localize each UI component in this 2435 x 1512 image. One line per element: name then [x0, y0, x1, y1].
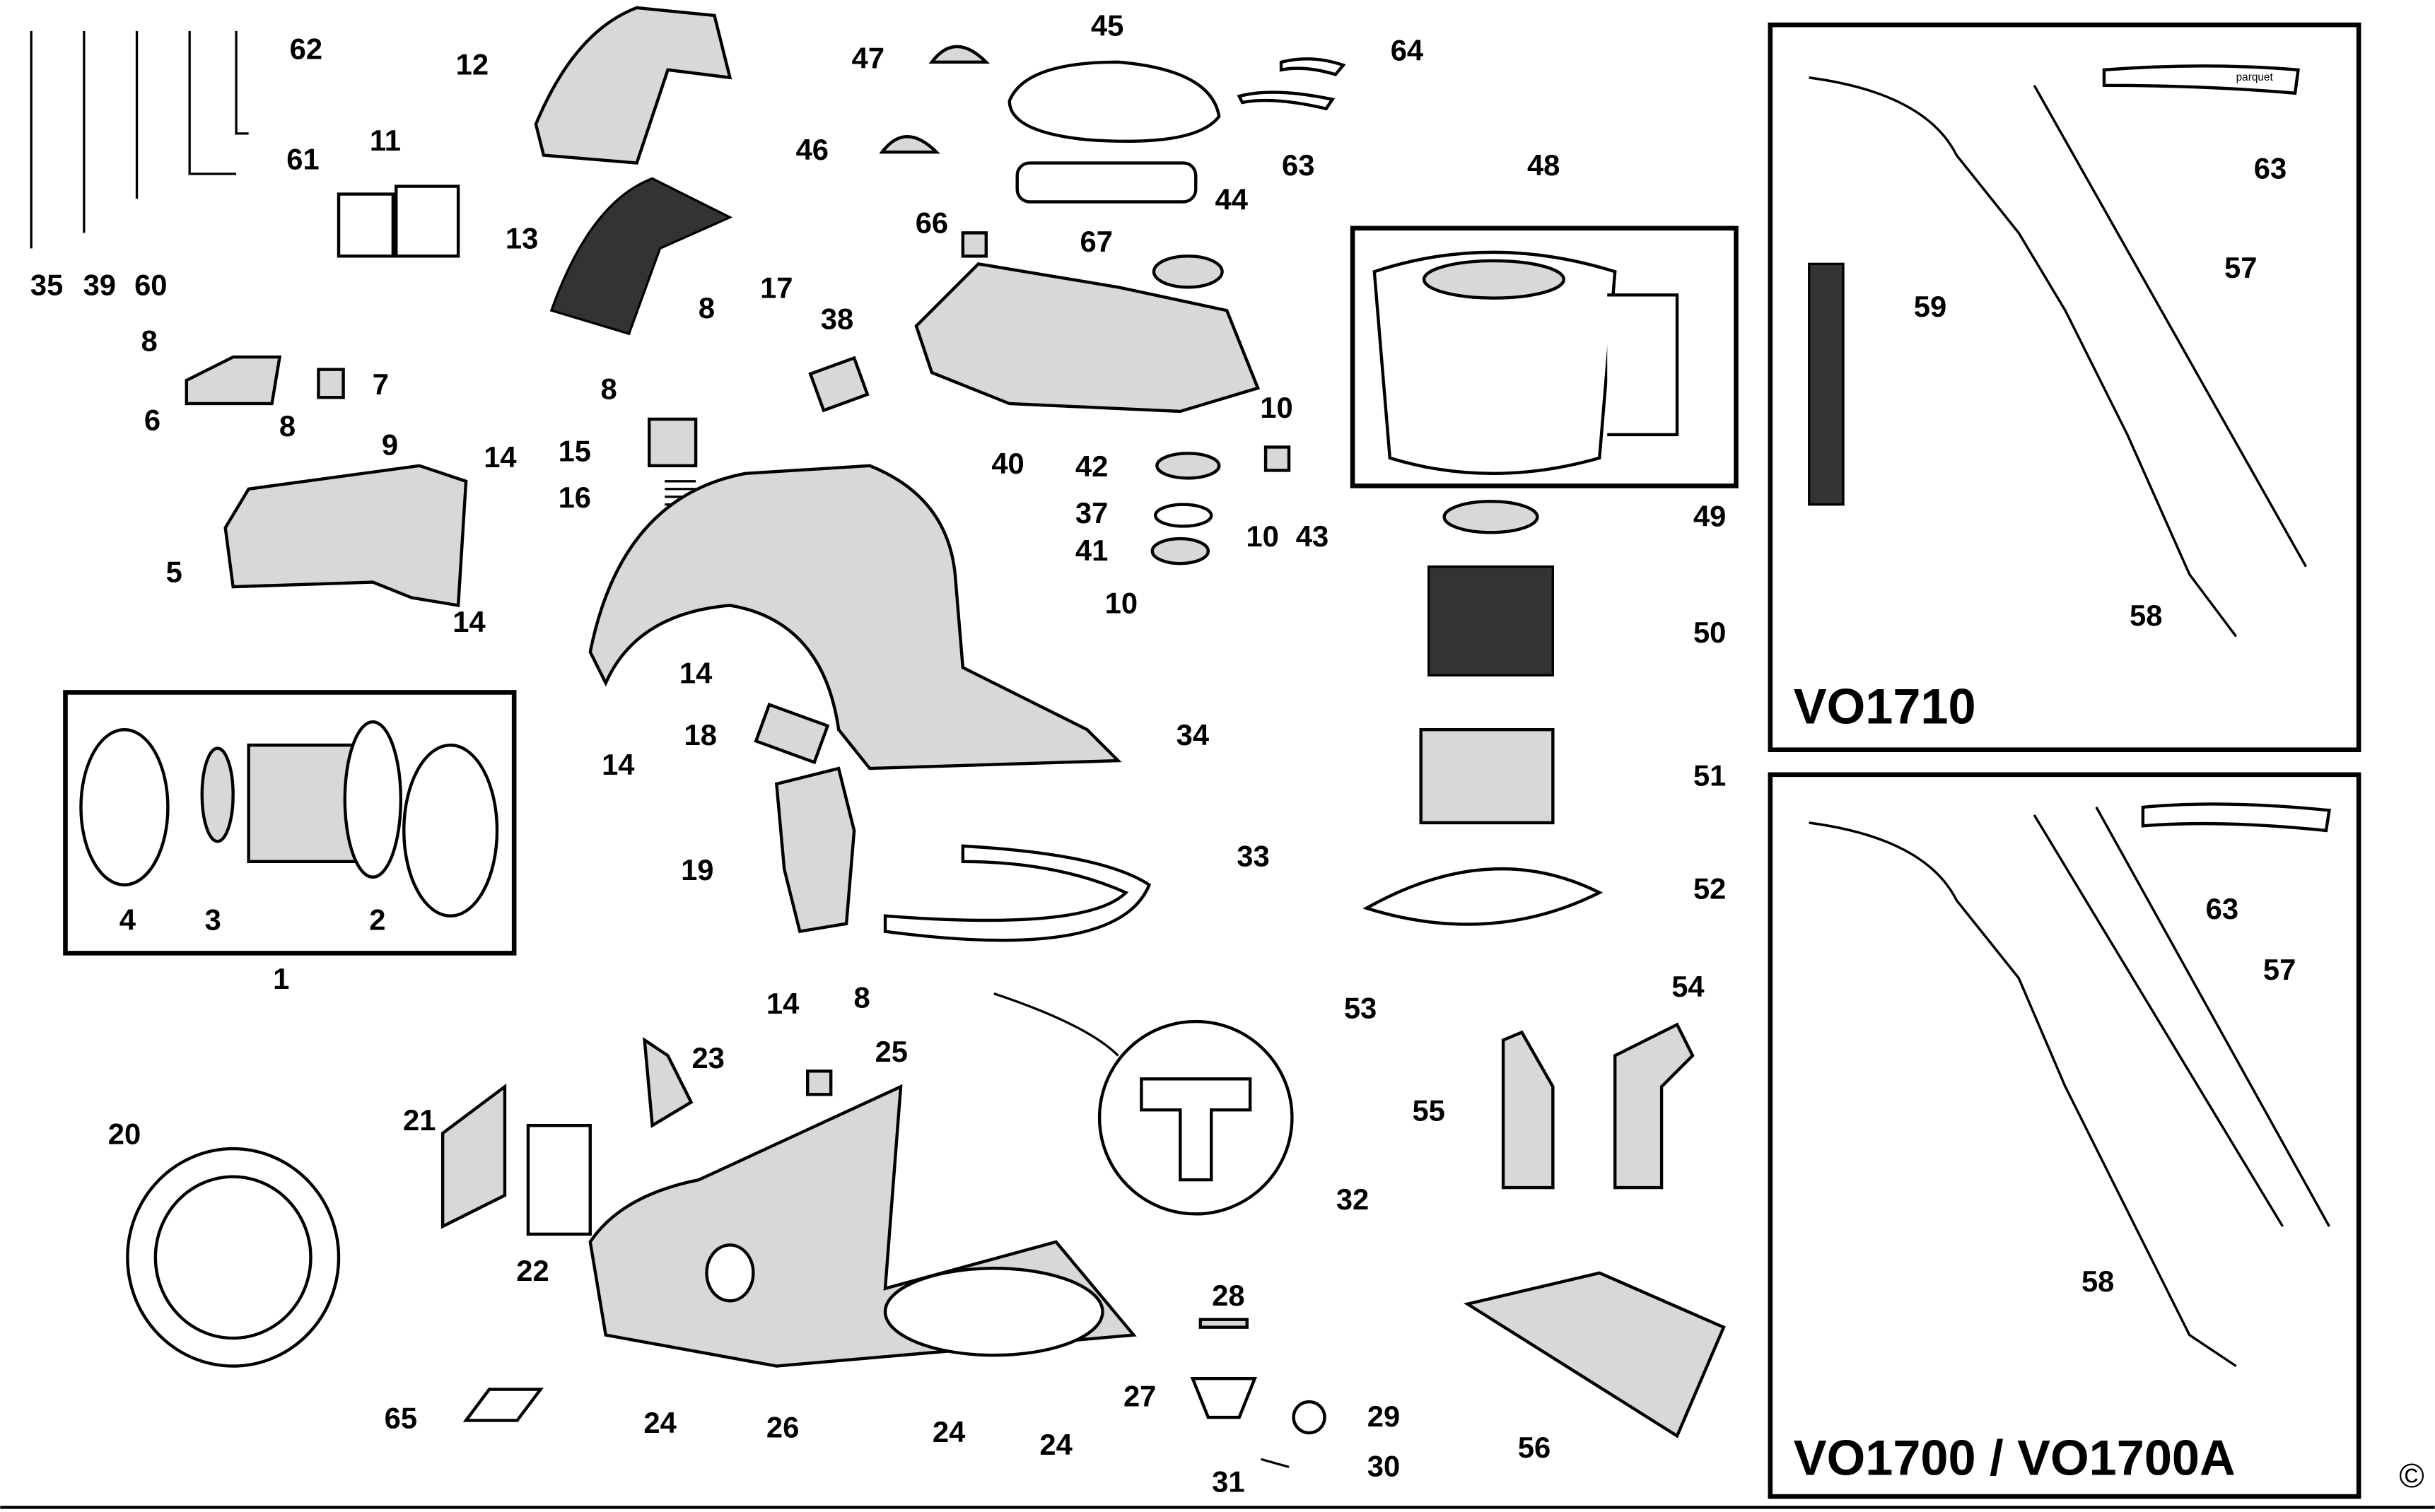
callout-21: 21	[403, 1103, 436, 1137]
callout-3: 3	[205, 903, 221, 936]
callout-41: 41	[1075, 534, 1108, 567]
model-title-vo1710: VO1710	[1794, 678, 1976, 734]
callout-1: 1	[273, 962, 289, 995]
callout-14: 14	[484, 440, 516, 474]
callout-57: 57	[2224, 251, 2257, 284]
callout-2: 2	[369, 903, 385, 936]
callout-14: 14	[602, 748, 634, 781]
callout-38: 38	[821, 303, 853, 336]
callout-46: 46	[796, 133, 829, 166]
callout-42: 42	[1075, 450, 1108, 483]
callout-19: 19	[681, 853, 713, 886]
callout-14: 14	[452, 605, 485, 638]
callout-50: 50	[1693, 616, 1726, 649]
callout-26: 26	[766, 1411, 799, 1444]
callout-58: 58	[2130, 599, 2162, 632]
callout-51: 51	[1693, 758, 1726, 792]
callout-52: 52	[1693, 872, 1726, 906]
callout-64: 64	[1391, 34, 1423, 67]
callout-28: 28	[1212, 1279, 1244, 1312]
callout-31: 31	[1212, 1465, 1244, 1498]
callout-40: 40	[991, 447, 1024, 480]
callout-4: 4	[119, 903, 136, 936]
callout-16: 16	[559, 481, 591, 514]
callout-62: 62	[290, 32, 322, 65]
callout-14: 14	[766, 987, 799, 1020]
callout-27: 27	[1123, 1380, 1156, 1413]
callout-59: 59	[1914, 290, 1946, 323]
callout-7: 7	[373, 368, 389, 401]
callout-65: 65	[385, 1401, 417, 1434]
callout-35: 35	[30, 268, 63, 301]
callout-29: 29	[1367, 1400, 1400, 1433]
callout-9: 9	[382, 428, 398, 461]
part-1-box	[63, 690, 517, 956]
callout-5: 5	[166, 556, 182, 589]
callout-47: 47	[852, 42, 884, 75]
callout-8: 8	[853, 980, 870, 1014]
callout-12: 12	[456, 47, 489, 81]
callout-10: 10	[1105, 586, 1138, 619]
callout-8: 8	[141, 324, 157, 357]
callout-33: 33	[1237, 839, 1269, 872]
callout-56: 56	[1518, 1431, 1551, 1464]
model-title-vo1700: VO1700 / VO1700A	[1794, 1429, 2236, 1485]
callout-15: 15	[559, 434, 591, 467]
vo1700-box	[1768, 772, 2361, 1499]
callout-60: 60	[134, 268, 167, 301]
callout-49: 49	[1693, 500, 1726, 533]
callout-54: 54	[1671, 970, 1704, 1003]
callout-14: 14	[679, 656, 712, 689]
callout-20: 20	[108, 1118, 141, 1151]
callout-17: 17	[760, 271, 793, 305]
callout-66: 66	[916, 206, 948, 239]
callout-53: 53	[1344, 992, 1377, 1025]
callout-39: 39	[83, 268, 116, 301]
callout-63: 63	[2206, 892, 2238, 925]
callout-63: 63	[1282, 148, 1314, 182]
callout-25: 25	[875, 1035, 908, 1068]
vo1710-box	[1768, 22, 2361, 753]
callout-63: 63	[2254, 152, 2287, 185]
callout-22: 22	[516, 1254, 549, 1287]
callout-57: 57	[2263, 953, 2296, 986]
callout-6: 6	[144, 403, 160, 436]
callout-48: 48	[1527, 148, 1560, 182]
callout-32: 32	[1336, 1183, 1369, 1216]
callout-23: 23	[691, 1041, 724, 1074]
callout-34: 34	[1176, 718, 1209, 751]
callout-18: 18	[684, 718, 716, 751]
callout-13: 13	[506, 221, 538, 254]
callout-8: 8	[601, 372, 617, 405]
callout-67: 67	[1080, 225, 1113, 258]
callout-24: 24	[1039, 1428, 1072, 1461]
part-48-box	[1350, 225, 1739, 488]
callout-10: 10	[1246, 520, 1278, 553]
callout-45: 45	[1091, 9, 1123, 42]
callout-37: 37	[1075, 496, 1108, 529]
parquet-strip-label: parquet	[2236, 71, 2274, 83]
callout-8: 8	[279, 409, 296, 443]
callout-24: 24	[643, 1406, 676, 1439]
callout-24: 24	[933, 1415, 965, 1448]
callout-58: 58	[2081, 1265, 2114, 1298]
copyright-mark: ©	[2399, 1457, 2424, 1495]
callout-55: 55	[1412, 1094, 1444, 1127]
callout-43: 43	[1296, 520, 1329, 553]
callout-10: 10	[1260, 391, 1292, 424]
callout-11: 11	[370, 124, 401, 157]
callout-44: 44	[1215, 183, 1248, 216]
callout-8: 8	[699, 291, 715, 324]
callout-61: 61	[286, 142, 319, 175]
callout-30: 30	[1367, 1450, 1400, 1483]
part-shapes: parquet	[30, 6, 2331, 1468]
